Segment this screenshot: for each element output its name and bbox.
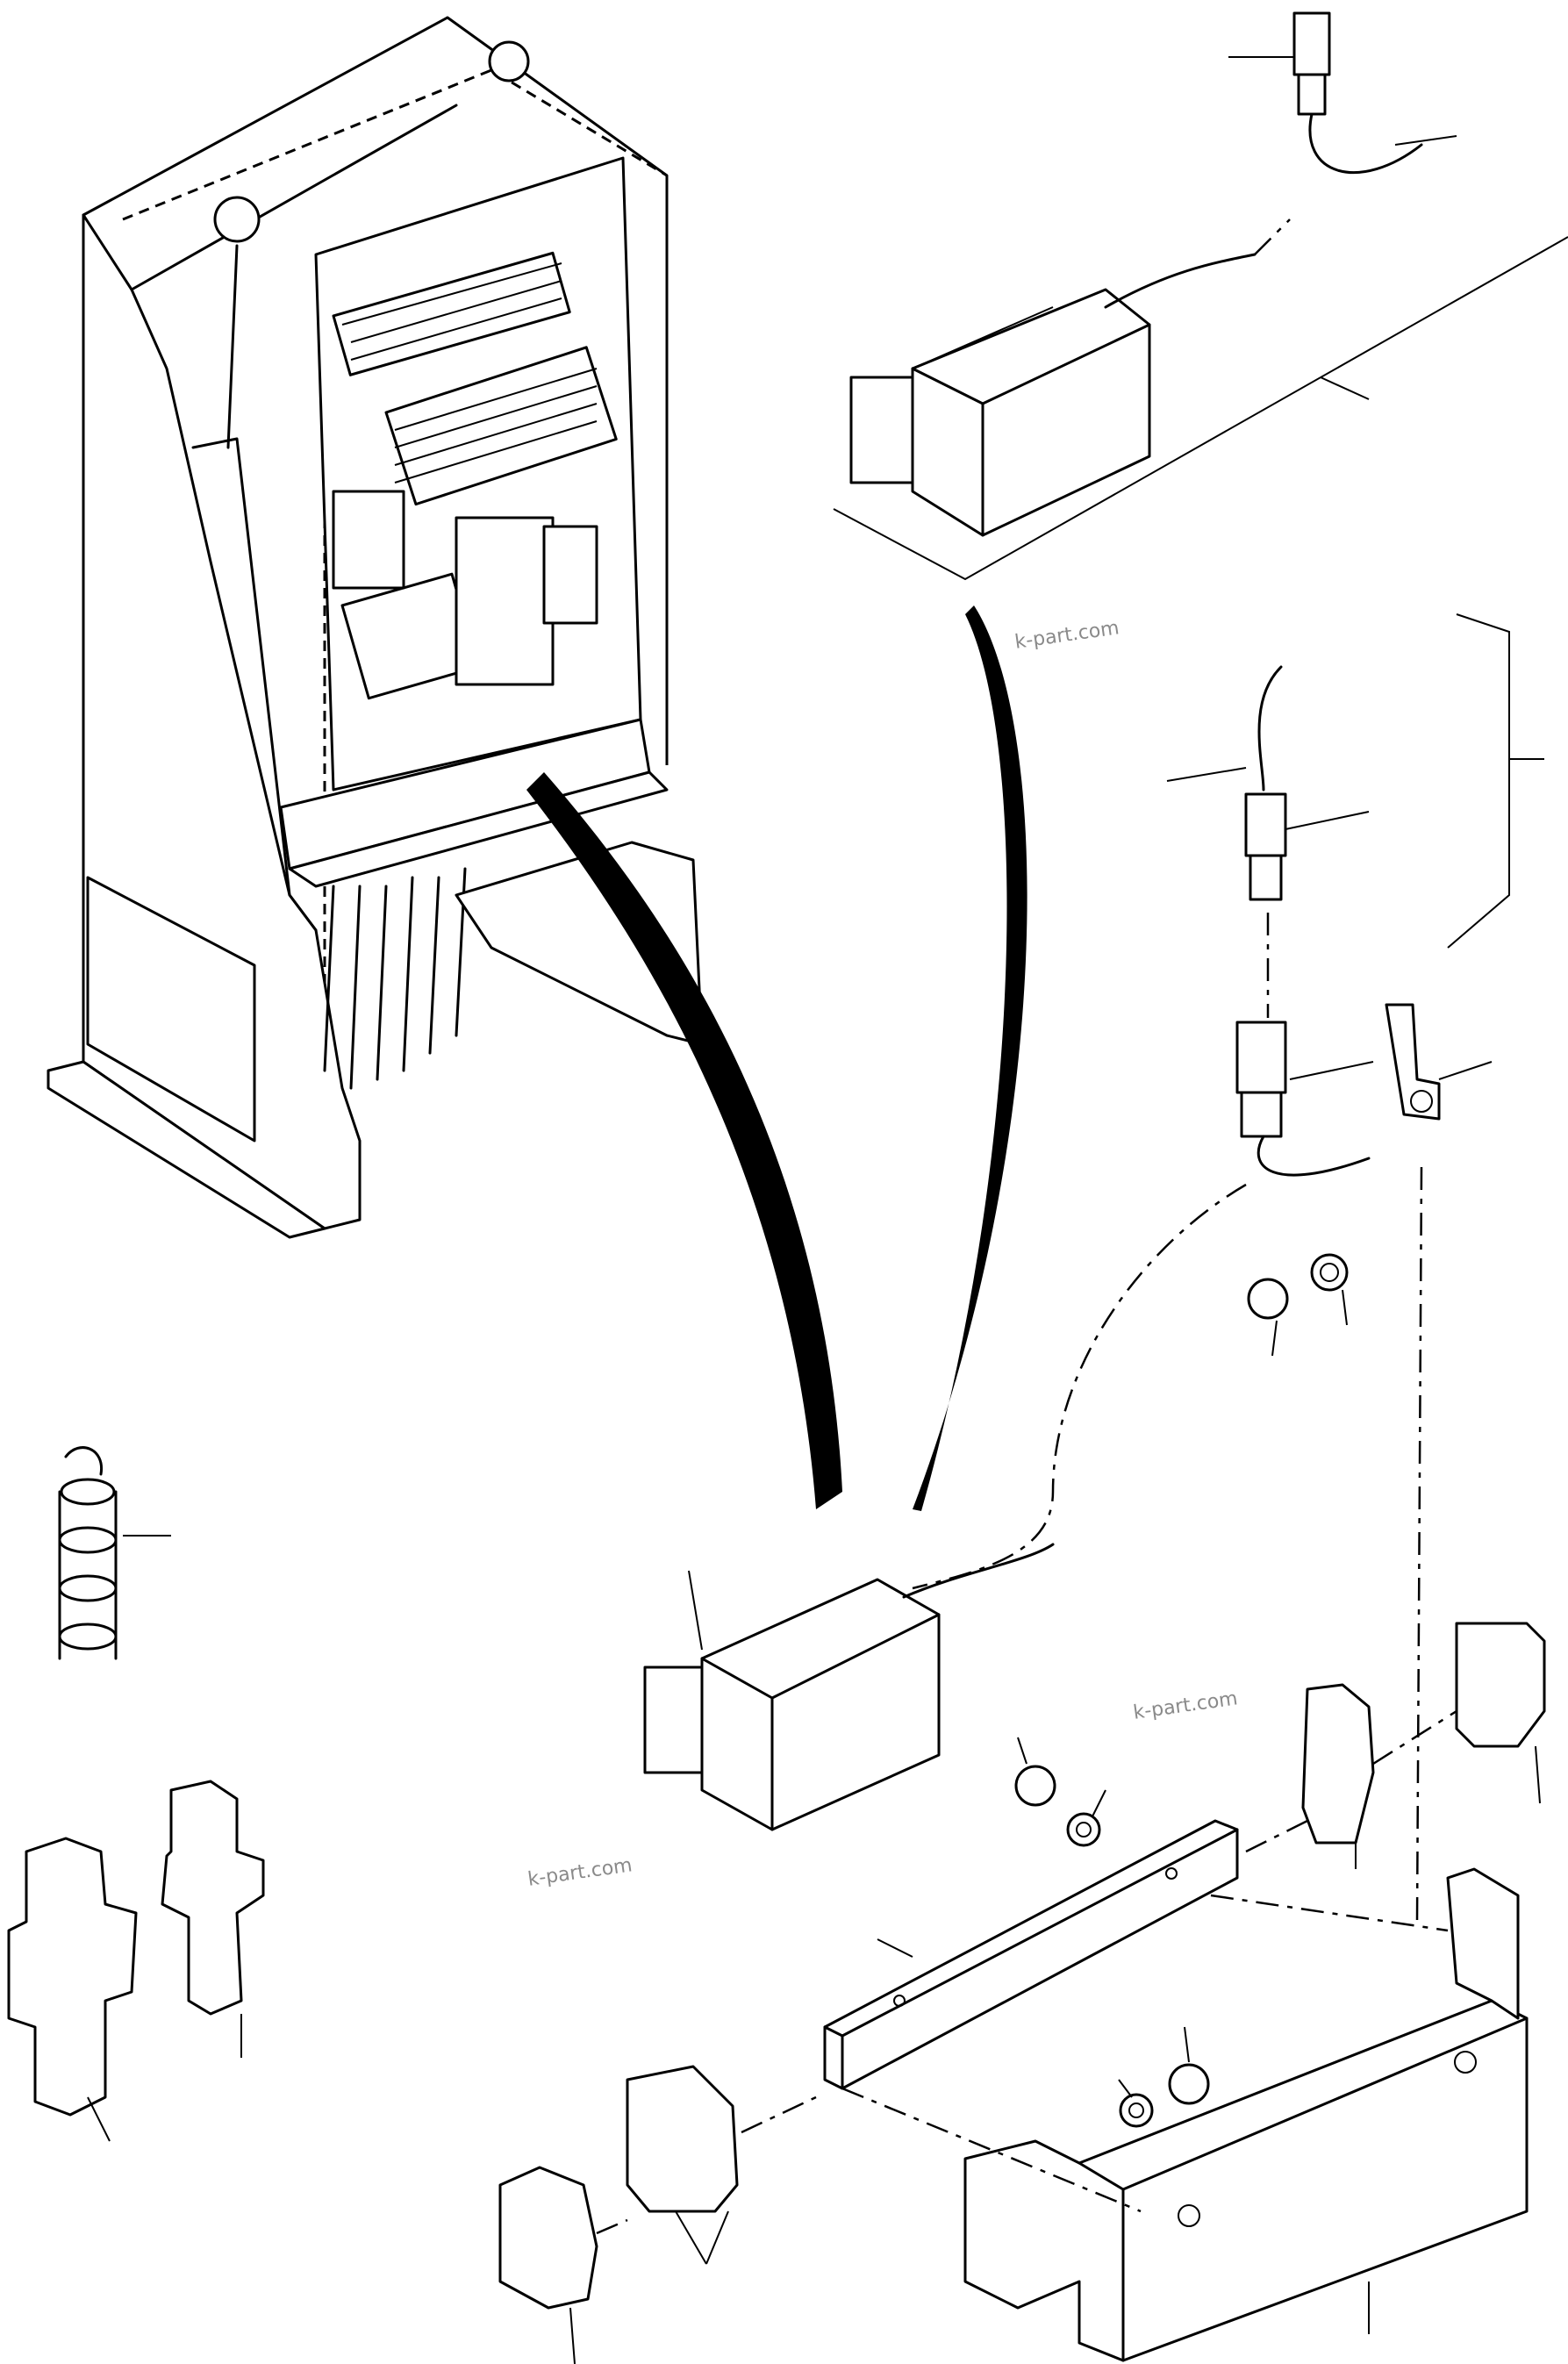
spiral-wrap — [58, 1446, 171, 1660]
terminal-end-plates — [7, 1780, 265, 2142]
top-connector — [1228, 11, 1457, 175]
power-supply — [643, 1543, 1055, 1831]
connector-assembly — [912, 613, 1544, 1923]
electrical-cabinet — [47, 16, 704, 1239]
leader-arrows — [526, 605, 1027, 1511]
cable-bundles — [323, 867, 467, 1090]
mounting-rail-assembly — [498, 1622, 1546, 2364]
power-supply-inset — [833, 218, 1568, 581]
terminal-blocks — [332, 251, 618, 700]
